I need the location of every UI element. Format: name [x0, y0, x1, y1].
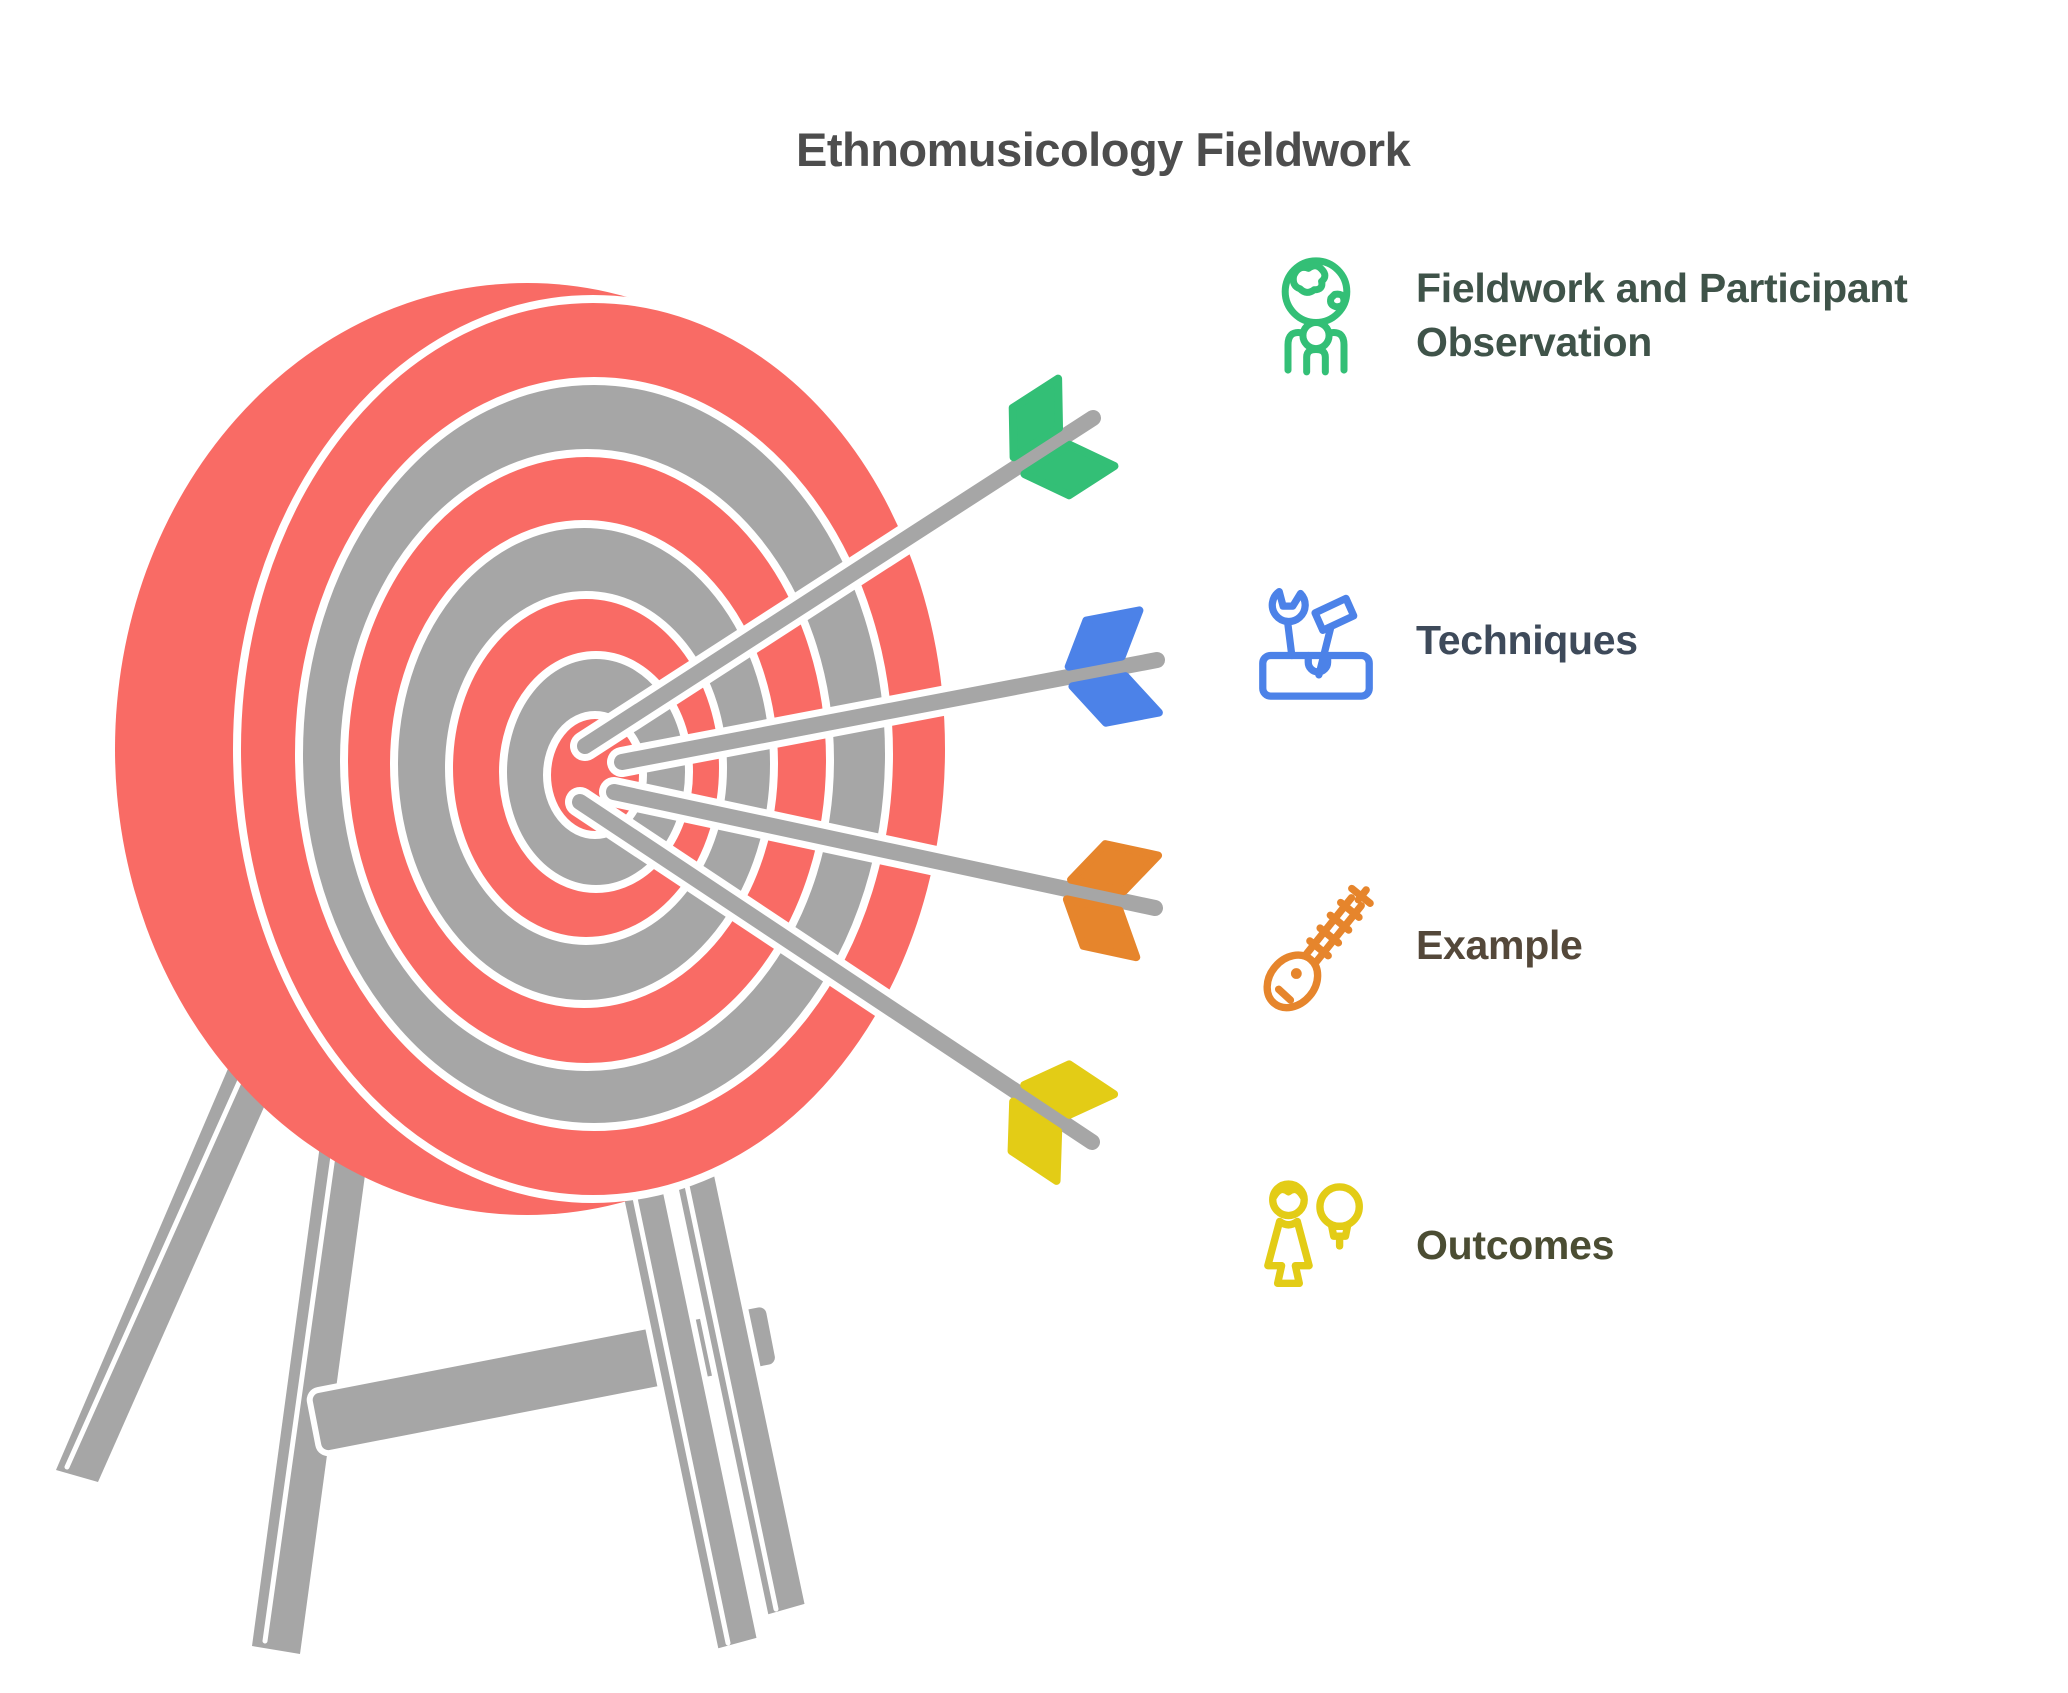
list-item-example: Example [1240, 865, 2030, 1025]
list-item-label: Fieldwork and Participant Observation [1416, 264, 1908, 365]
fletching-yellow [1007, 1060, 1119, 1185]
arrows [565, 374, 1172, 1185]
list-item-outcomes: Outcomes [1240, 1165, 2030, 1325]
toolbox-icon [1240, 580, 1392, 700]
list-item-label: Techniques [1416, 616, 1638, 663]
list-item-techniques: Techniques [1240, 565, 2030, 715]
target-stand [56, 1064, 812, 1656]
fletching-green [1008, 374, 1119, 500]
list-item-label: Example [1416, 921, 1583, 968]
arrow-yellow [565, 787, 1119, 1185]
person-idea-icon [1240, 1173, 1392, 1317]
target-board [115, 283, 953, 1215]
list-item-fieldwork: Fieldwork and Participant Observation [1240, 235, 2030, 395]
arrow-orange [599, 777, 1170, 962]
arrow-blue [607, 606, 1172, 777]
arrow-green [570, 374, 1119, 761]
fletching-orange [1062, 840, 1163, 962]
sitar-icon [1240, 871, 1392, 1019]
fletching-blue [1064, 606, 1163, 727]
globe-person-icon [1240, 254, 1392, 376]
list-item-label: Outcomes [1416, 1221, 1615, 1268]
page-title: Ethnomusicology Fieldwork [796, 123, 1411, 176]
